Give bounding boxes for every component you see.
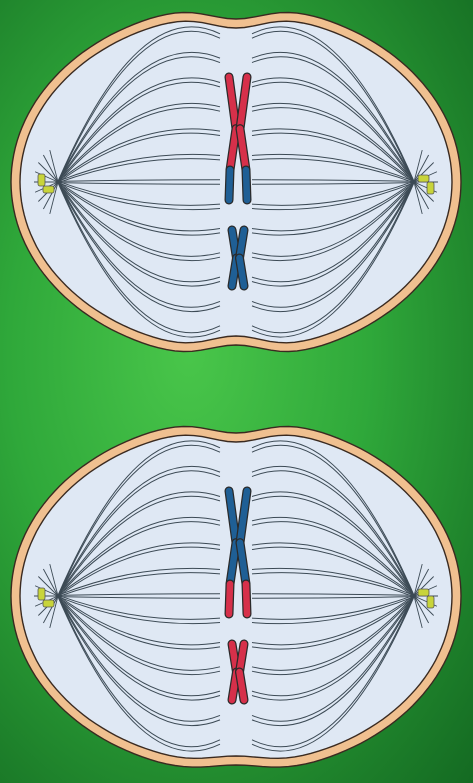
chromatid-tip bbox=[229, 584, 230, 614]
cell-top bbox=[11, 13, 461, 352]
chromatid-tip bbox=[229, 170, 230, 200]
centriole-part bbox=[427, 182, 434, 194]
centriole-part bbox=[38, 588, 45, 600]
centriole-part bbox=[418, 175, 429, 182]
centriole-part bbox=[418, 589, 429, 596]
chromatid-tip bbox=[246, 584, 247, 614]
chromatid-lower bbox=[240, 258, 245, 286]
chromatid-lower bbox=[240, 672, 245, 700]
chromatid-tip bbox=[246, 170, 247, 200]
centriole-part bbox=[43, 186, 54, 193]
cell-bottom bbox=[11, 427, 461, 768]
centriole-part bbox=[43, 600, 54, 607]
cytoplasm bbox=[20, 21, 452, 343]
centriole-part bbox=[427, 596, 434, 608]
centriole-part bbox=[38, 174, 45, 186]
